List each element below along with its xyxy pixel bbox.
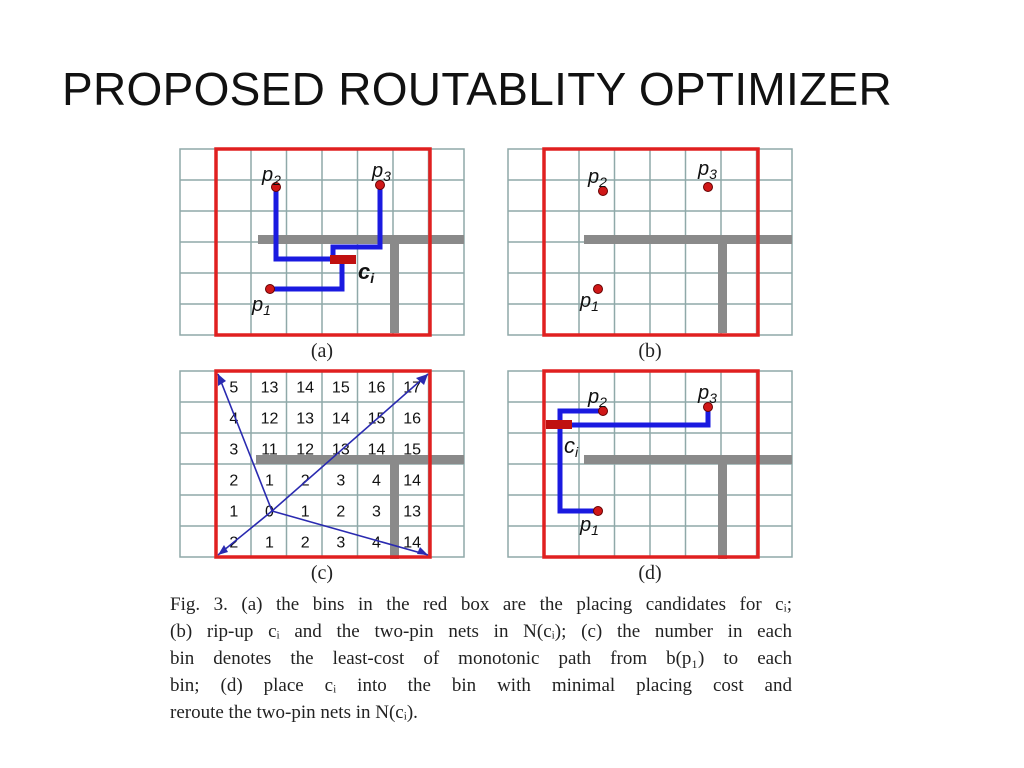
caption-line-2: (b) rip-up cᵢ and the two-pin nets in N(… — [170, 621, 792, 642]
panel-d-label-p1: p1 — [579, 514, 599, 538]
panel-b-caption: (b) — [638, 340, 661, 362]
cost-cell-value: 14 — [368, 442, 386, 459]
cost-cell-value: 16 — [368, 380, 386, 397]
cost-cell-value: 2 — [229, 473, 238, 490]
cost-cell-value: 3 — [336, 473, 345, 490]
panel-c-obstacle-horizontal — [256, 455, 464, 464]
figure-caption: Fig. 3. (a) the bins in the red box are … — [170, 591, 792, 726]
caption-line-1: Fig. 3. (a) the bins in the red box are … — [170, 594, 792, 615]
cost-cell-value: 1 — [265, 473, 274, 490]
caption-line-4: bin; (d) place cᵢ into the bin with mini… — [170, 675, 792, 696]
panel-a-pin-p3 — [375, 180, 385, 190]
cost-cell-value: 13 — [403, 504, 421, 521]
panel-b-pin-p1 — [593, 284, 603, 294]
panel-d-obstacle-vertical — [718, 455, 727, 559]
cost-cell-value: 1 — [265, 535, 274, 552]
panel-d-label-p2: p2 — [587, 386, 607, 410]
panel-d-pin-p3 — [703, 402, 713, 412]
cost-cell-value: 3 — [372, 504, 381, 521]
panel-c-arrows — [217, 373, 429, 556]
slide-title: PROPOSED ROUTABLITY OPTIMIZER — [62, 63, 893, 115]
panel-c-red-box — [214, 369, 432, 559]
panel-a-red-box — [214, 147, 432, 337]
panel-b-label-p3: p3 — [697, 158, 717, 182]
panel-a-caption: (a) — [311, 340, 333, 362]
panel-a-label-p3: p3 — [371, 160, 391, 184]
panel-d-label-p3: p3 — [697, 382, 717, 406]
cost-cell-value: 4 — [372, 473, 381, 490]
panel-b-label-p1: p1 — [579, 290, 599, 314]
arrowhead-bottom-right — [417, 547, 428, 555]
cost-cell-value: 13 — [261, 380, 279, 397]
panel-d-label-ci: ci — [564, 433, 579, 460]
panel-d-caption: (d) — [638, 562, 661, 584]
panel-d-obstacle-horizontal — [584, 455, 792, 464]
panel-b-pin-p3 — [703, 182, 713, 192]
arrow-to-bottom-right — [271, 510, 429, 556]
panel-d-pin-p2 — [598, 406, 608, 416]
panel-d-pin-p1 — [593, 506, 603, 516]
panel-a-cell-ci — [330, 255, 356, 264]
panel-a-pin-p2 — [271, 182, 281, 192]
cost-cell-value: 13 — [296, 411, 314, 428]
cost-cell-value: 15 — [403, 442, 421, 459]
panel-b-obstacle-vertical — [718, 235, 727, 333]
panel-b-red-box — [542, 147, 760, 337]
panel-a-label-p1: p1 — [251, 294, 271, 318]
panel-a-label-ci: ci — [358, 259, 375, 286]
panel-b-pin-p2 — [598, 186, 608, 196]
cost-cell-value: 4 — [229, 411, 238, 428]
cost-cell-value: 2 — [336, 504, 345, 521]
panel-d-red-box — [542, 369, 760, 559]
arrowhead-top-right — [416, 374, 428, 385]
panel-a: p2 p3 p1 ci (a) — [179, 147, 465, 362]
arrow-to-top-left — [217, 373, 273, 512]
panel-c-arrowheads — [218, 374, 428, 555]
panel-a-wire-p3 — [330, 185, 383, 259]
panel-a-wire-p2 — [273, 187, 343, 262]
panel-c-obstacle-vertical — [390, 455, 399, 559]
cost-cell-value: 16 — [403, 411, 421, 428]
arrowhead-bottom-left — [218, 545, 228, 555]
panel-d-wire-p1 — [557, 425, 598, 514]
panel-a-wire-p1 — [270, 259, 345, 292]
cost-cell-value: 4 — [372, 535, 381, 552]
panel-a-obstacle-vertical — [390, 235, 399, 333]
cost-cell-value: 14 — [403, 535, 421, 552]
panel-b: p2 p3 p1 (b) — [507, 147, 793, 362]
arrow-to-bottom-left — [217, 510, 273, 556]
arrow-to-top-right — [271, 373, 429, 512]
panel-d: p2 p3 p1 ci (d) — [507, 369, 793, 584]
cost-cell-value: 3 — [336, 535, 345, 552]
cost-cell-value: 5 — [229, 380, 238, 397]
cost-cell-value: 14 — [296, 380, 314, 397]
panel-a-obstacle-horizontal — [258, 235, 464, 244]
cost-cell-value: 12 — [261, 411, 279, 428]
cost-cell-value: 1 — [229, 504, 238, 521]
caption-line-3: bin denotes the least-cost of monotonic … — [170, 648, 792, 669]
panel-a-pin-p1 — [265, 284, 275, 294]
panel-d-wire-p3 — [560, 407, 711, 428]
panel-c-caption: (c) — [311, 562, 333, 584]
panel-b-obstacle-horizontal — [584, 235, 792, 244]
cost-cell-value: 15 — [332, 380, 350, 397]
cost-cell-value: 12 — [296, 442, 314, 459]
cost-cell-value: 14 — [403, 473, 421, 490]
caption-line-5: reroute the two-pin nets in N(cᵢ). — [170, 702, 418, 723]
cost-cell-value: 1 — [301, 504, 310, 521]
cost-cell-value: 11 — [261, 442, 278, 459]
cost-cell-value: 14 — [332, 411, 350, 428]
panel-b-label-p2: p2 — [587, 166, 607, 190]
arrowhead-top-left — [218, 374, 226, 386]
cost-cell-value: 2 — [301, 535, 310, 552]
panel-a-label-p2: p2 — [261, 164, 281, 188]
panel-d-cell-ci — [546, 420, 572, 429]
cost-cell-value: 3 — [229, 442, 238, 459]
